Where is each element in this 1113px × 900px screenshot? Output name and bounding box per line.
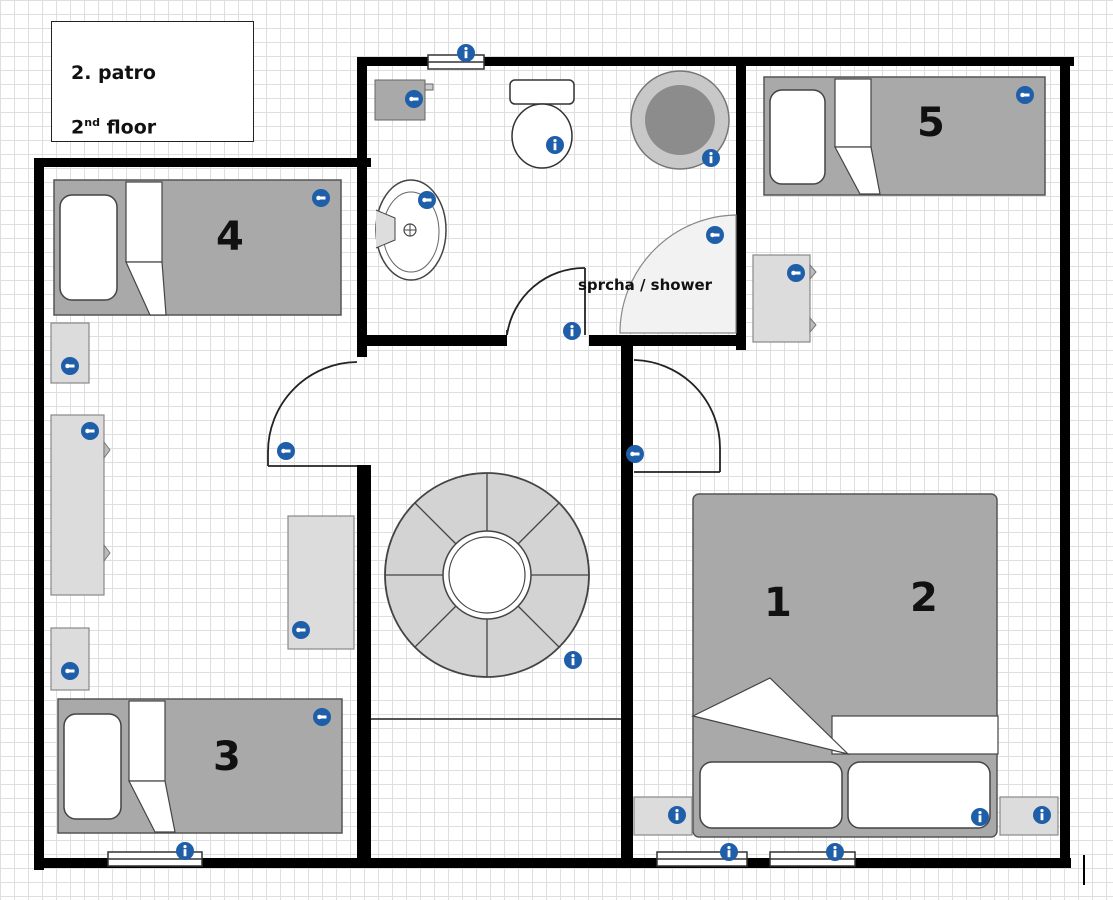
shower-tray	[619, 214, 737, 334]
power-outlet-icon	[706, 226, 724, 244]
power-outlet-icon	[312, 189, 330, 207]
bed-number-2: 2	[910, 575, 938, 621]
power-outlet-icon	[81, 422, 99, 440]
bed-number-4: 4	[216, 214, 244, 260]
bed-3	[57, 698, 343, 834]
info-icon	[563, 322, 581, 340]
power-outlet-icon	[313, 708, 331, 726]
power-outlet-icon	[626, 445, 644, 463]
doors	[267, 267, 721, 473]
floor-title-en: 2nd floor	[71, 116, 157, 139]
power-outlet-icon	[1016, 86, 1034, 104]
info-icon	[176, 842, 194, 860]
power-outlet-icon	[292, 621, 310, 639]
floor-title-box: 2. patro 2nd floor	[51, 21, 254, 142]
info-icon	[702, 149, 720, 167]
info-icon	[668, 806, 686, 824]
shower-label: sprcha / shower	[578, 276, 713, 294]
round-table	[384, 472, 590, 678]
double-bed	[691, 493, 999, 838]
info-icon	[564, 651, 582, 669]
bed-number-3: 3	[213, 734, 241, 780]
power-outlet-icon	[418, 191, 436, 209]
info-icon	[826, 843, 844, 861]
bed-number-1: 1	[764, 580, 792, 626]
power-outlet-icon	[61, 357, 79, 375]
power-outlet-icon	[787, 264, 805, 282]
bed-5	[763, 76, 1046, 196]
windows	[107, 54, 856, 867]
power-outlet-icon	[277, 442, 295, 460]
info-icon	[1033, 806, 1051, 824]
floor-title-cz: 2. patro	[71, 62, 156, 84]
info-icon	[546, 136, 564, 154]
walls	[34, 57, 1074, 870]
power-outlet-icon	[405, 90, 423, 108]
bed-4	[53, 179, 342, 316]
info-icon	[971, 808, 989, 826]
bed-number-5: 5	[917, 100, 945, 146]
info-icon	[457, 44, 475, 62]
power-outlet-icon	[61, 662, 79, 680]
info-icon	[720, 843, 738, 861]
